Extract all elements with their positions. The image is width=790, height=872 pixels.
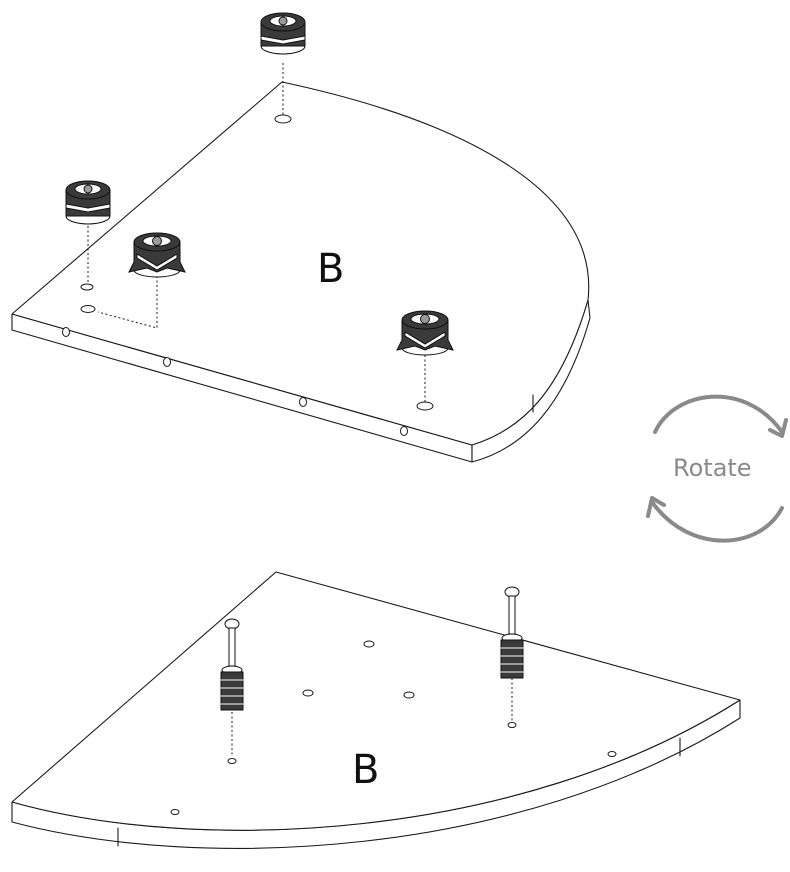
cam-lock-nut-1 — [260, 12, 306, 55]
bottom-panel-surface-holes — [170, 640, 617, 815]
cam-lock-nut-2 — [65, 180, 111, 225]
rotate-label: Rotate — [673, 454, 752, 482]
cam-bolt-1 — [220, 618, 244, 711]
cam-lock-nut-4 — [396, 310, 454, 356]
bottom-panel-guide-lines — [231, 678, 513, 757]
cam-bolt-2 — [500, 586, 524, 679]
bottom-panel-label: B — [352, 747, 379, 793]
top-shelf-panel — [11, 81, 591, 463]
top-panel-label: B — [317, 246, 344, 292]
top-panel-guide-lines — [87, 63, 426, 402]
rotate-indicator: Rotate — [646, 394, 788, 543]
bottom-shelf-panel — [11, 571, 741, 849]
cam-lock-nut-3 — [128, 232, 186, 278]
top-panel-edge-holes — [62, 327, 408, 436]
